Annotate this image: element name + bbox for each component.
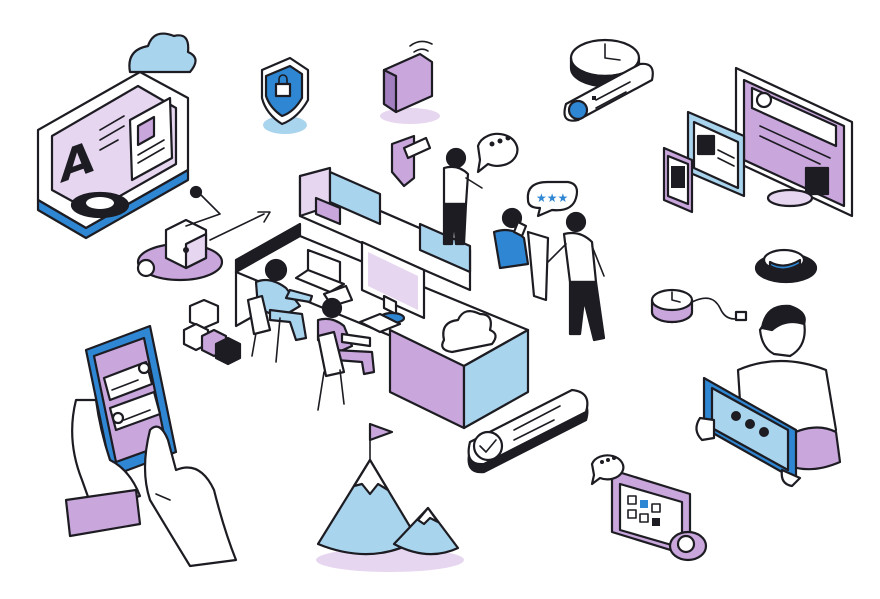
speech-bubble-icon [476, 132, 519, 174]
person-seated-monitor [316, 297, 376, 411]
person-walking [547, 211, 606, 342]
timer-icon [650, 288, 748, 324]
person-chat-tablet [695, 304, 842, 488]
network-node [136, 185, 271, 282]
cloud-icon [128, 32, 197, 74]
check-toggle-icon [467, 388, 589, 474]
person-standing-woman [442, 147, 483, 246]
editor-letter: A [60, 130, 94, 194]
cloud-icon [441, 309, 497, 354]
calendar-icon [590, 454, 708, 562]
mouse-icon [754, 248, 818, 284]
megaphone-icon [390, 134, 432, 188]
speech-bubble-icon [590, 454, 625, 486]
person-seated-laptop [246, 258, 314, 363]
responsive-devices [662, 66, 854, 218]
toggle-list-icon [563, 62, 654, 122]
central-desk-cluster [234, 166, 530, 430]
lock-shield-icon [260, 56, 310, 134]
person-seated-phone [492, 207, 550, 302]
chat-tablet-icon [702, 376, 798, 482]
mountain-flag-icon [316, 422, 464, 572]
hand-holding-phone [64, 398, 238, 568]
wifi-folder-icon [380, 40, 440, 124]
floating-cubes [182, 298, 242, 366]
star-rating-icon: ★★★ [526, 180, 579, 218]
editor-monitor: A [36, 32, 197, 240]
svg-text:★★★: ★★★ [536, 191, 568, 205]
